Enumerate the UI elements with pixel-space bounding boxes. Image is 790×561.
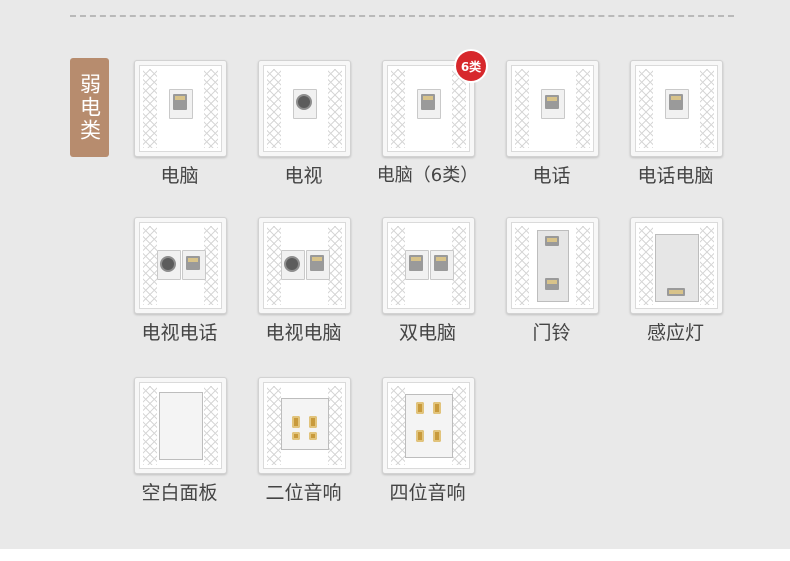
product-label: 电视电话	[141, 322, 218, 344]
socket-plate	[258, 217, 351, 314]
product-label: 电脑（6类）	[376, 165, 479, 186]
product-label: 电话电脑	[637, 165, 714, 187]
socket-plate	[258, 377, 351, 474]
product-label: 门铃	[532, 322, 571, 344]
socket-plate	[506, 217, 599, 314]
product-item-sensor-light[interactable]: 感应灯	[618, 214, 733, 354]
product-item-blank-panel[interactable]: 空白面板	[122, 374, 237, 514]
category-tag: 弱电类	[70, 58, 109, 157]
product-label: 电话	[532, 165, 571, 187]
product-item-two-speaker[interactable]: 二位音响	[246, 374, 361, 514]
product-label: 电视	[284, 165, 323, 187]
product-label: 空白面板	[141, 482, 218, 504]
product-item-dual-computer[interactable]: 双电脑	[370, 214, 485, 354]
product-label: 感应灯	[646, 322, 704, 344]
socket-plate	[382, 377, 475, 474]
socket-plate	[134, 217, 227, 314]
product-item-phone[interactable]: 电话	[494, 57, 609, 197]
top-divider	[70, 15, 734, 17]
cat6-badge: 6类	[456, 51, 486, 81]
product-item-doorbell[interactable]: 门铃	[494, 214, 609, 354]
socket-plate	[630, 60, 723, 157]
product-label: 二位音响	[265, 482, 342, 504]
socket-plate	[134, 377, 227, 474]
socket-plate	[382, 217, 475, 314]
product-label: 四位音响	[389, 482, 466, 504]
product-item-tv[interactable]: 电视	[246, 57, 361, 197]
socket-plate	[630, 217, 723, 314]
product-grid: 电脑 电视 电脑（6类） 6类 电话 电话电脑	[122, 51, 733, 514]
socket-plate	[506, 60, 599, 157]
product-item-tv-phone[interactable]: 电视电话	[122, 214, 237, 354]
product-item-four-speaker[interactable]: 四位音响	[370, 374, 485, 514]
product-label: 电脑	[160, 165, 199, 187]
product-item-computer[interactable]: 电脑	[122, 57, 237, 197]
socket-plate	[258, 60, 351, 157]
product-item-phone-computer[interactable]: 电话电脑	[618, 57, 733, 197]
bottom-strip	[0, 549, 790, 561]
product-label: 双电脑	[398, 322, 456, 344]
product-label: 电视电脑	[265, 322, 342, 344]
socket-plate	[134, 60, 227, 157]
product-item-tv-computer[interactable]: 电视电脑	[246, 214, 361, 354]
